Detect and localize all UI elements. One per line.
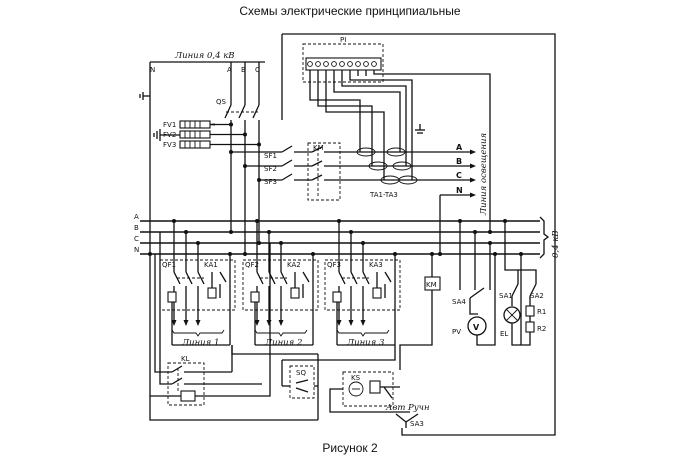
meter-terminal (331, 61, 337, 67)
phase-c-label: C (255, 66, 260, 74)
qs-label: QS (216, 98, 227, 106)
phase-a-label: A (227, 66, 232, 74)
page-title: Схемы электрические принципиальные (239, 4, 461, 18)
qf-label: QF3 (327, 261, 341, 269)
figure-caption: Рисунок 2 (322, 441, 378, 455)
ka-label: KA2 (287, 261, 301, 269)
sa1-label: SA1 (499, 292, 513, 300)
sa3-mode-switch: Авт Ручн SA3 (385, 403, 430, 428)
qf-label: QF2 (245, 261, 259, 269)
current-transformers: TA1-TA3 (356, 147, 418, 199)
voltmeter-symbol: V (473, 323, 480, 332)
bus-c-label: C (134, 235, 139, 243)
phase-b-label: B (241, 66, 246, 74)
kl-relay: KL (149, 232, 318, 421)
ka-label: KA3 (369, 261, 383, 269)
meter-pi: PI (302, 36, 384, 83)
meter-terminal (371, 61, 377, 67)
sq-switch: SQ (281, 354, 319, 420)
neutral-label: N (150, 66, 155, 74)
outgoing-line-label: Линия 1 (181, 338, 219, 348)
supply-label: Линия 0,4 кВ (174, 51, 235, 61)
qf-label: QF1 (162, 261, 176, 269)
lighting-phase-b: B (456, 157, 462, 166)
sa2-label: SA2 (530, 292, 544, 300)
el-label: EL (500, 330, 508, 338)
meter-terminal (347, 61, 353, 67)
meter-label: PI (340, 36, 346, 44)
qs-switch: QS (216, 98, 260, 254)
bus-voltage-label: 0,4 кВ (551, 230, 561, 258)
bus-n-label: N (134, 246, 139, 254)
voltmeter-circuit: SA4 V PV (452, 219, 497, 346)
sf2-label: SF2 (264, 165, 277, 173)
km-coil: KM (399, 252, 441, 370)
ka-label: KA1 (204, 261, 218, 269)
fv1-label: FV1 (163, 121, 176, 129)
lighting-feeder: SF1 SF2 SF3 KM A B (229, 133, 489, 254)
bus-a-label: A (134, 213, 139, 221)
kl-label: KL (181, 355, 190, 363)
lighting-neutral: N (456, 186, 463, 195)
meter-terminal (315, 61, 321, 67)
meter-terminal (355, 61, 361, 67)
meter-terminal (363, 61, 369, 67)
r1-label: R1 (537, 308, 546, 316)
outgoing-line-label: Линия 2 (264, 338, 302, 348)
ks-relay: KS (329, 371, 410, 413)
enclosure-frame (281, 33, 556, 436)
fv3-label: FV3 (163, 141, 176, 149)
sa3-manual-label: Ручн (407, 403, 430, 413)
lighting-line-label: Линия освещения (479, 133, 489, 216)
sa4-label: SA4 (452, 298, 466, 306)
sf3-label: SF3 (264, 178, 277, 186)
meter-terminal (323, 61, 329, 67)
bus-b-label: B (134, 224, 139, 232)
ta-label: TA1-TA3 (369, 191, 398, 199)
sa3-auto-label: Авт (385, 403, 405, 413)
sa3-label: SA3 (410, 420, 424, 428)
sf1-label: SF1 (264, 152, 277, 160)
outgoing-line-label: Линия 3 (346, 338, 384, 348)
r2-label: R2 (537, 325, 546, 333)
fuse-block: FV1 FV2 FV3 (153, 120, 261, 149)
lighting-phase-a: A (456, 143, 463, 152)
meter-terminal (307, 61, 313, 67)
meter-terminal (339, 61, 345, 67)
lighting-phase-c: C (456, 171, 462, 180)
sq-label: SQ (296, 369, 306, 377)
pv-label: PV (452, 328, 461, 336)
ks-label: KS (351, 374, 361, 382)
meter-wiring (309, 70, 491, 232)
incoming-supply: Линия 0,4 кВ N A B C (139, 51, 265, 254)
lamp-circuit: SA1 SA2 EL R1 R2 (499, 219, 546, 346)
km-coil-label: KM (426, 281, 437, 289)
busbars: A B C N 0,4 кВ (134, 213, 561, 259)
